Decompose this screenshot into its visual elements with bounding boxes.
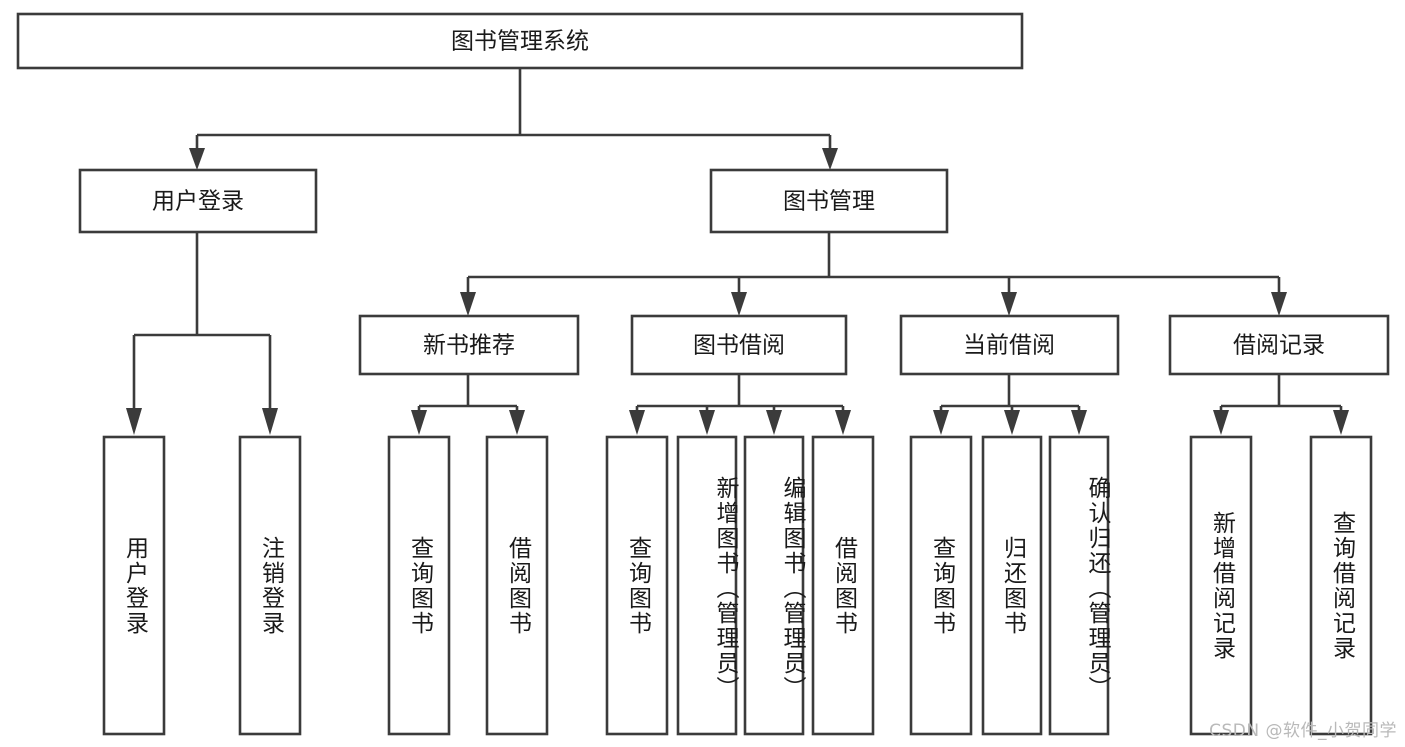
arrow-head-new-book-recommend — [460, 292, 476, 316]
arrow-head-leaf-query-book-rec — [411, 410, 427, 435]
node-current-borrow-rect[interactable] — [899, 314, 1120, 376]
connector-group-root — [189, 68, 838, 170]
node-leaf-add-book-admin-rect[interactable] — [676, 435, 738, 736]
arrow-head-leaf-edit-book-admin — [766, 410, 782, 435]
connector-group-current-borrow — [933, 374, 1087, 435]
node-root-rect[interactable] — [16, 12, 1024, 70]
node-new-book-recommend-rect[interactable] — [358, 314, 580, 376]
arrow-head-leaf-user-login — [126, 408, 142, 435]
node-borrow-record-label: 借阅记录 — [1233, 333, 1325, 359]
arrow-head-leaf-add-book-admin — [699, 410, 715, 435]
node-leaf-logout-login-rect[interactable] — [238, 435, 302, 736]
arrow-head-leaf-query-borrow-record — [1333, 410, 1349, 435]
node-leaf-query-book-rec-rect[interactable] — [387, 435, 451, 736]
node-user-login-rect[interactable] — [78, 168, 318, 234]
arrow-head-borrow-record — [1271, 292, 1287, 316]
node-user-login[interactable]: 用户登录 — [78, 168, 318, 234]
arrow-head-leaf-add-borrow-record — [1213, 410, 1229, 435]
arrow-head-leaf-query-book-current — [933, 410, 949, 435]
node-leaf-query-borrow-record-rect[interactable] — [1309, 435, 1373, 736]
node-book-borrow[interactable]: 图书借阅 — [630, 314, 848, 376]
node-current-borrow-label: 当前借阅 — [963, 333, 1055, 359]
node-leaf-user-login-rect[interactable] — [102, 435, 166, 736]
arrow-head-book-borrow — [731, 292, 747, 316]
arrow-head-leaf-query-book-borrow — [629, 410, 645, 435]
node-leaf-query-book-borrow-rect[interactable] — [605, 435, 669, 736]
node-book-manage-label: 图书管理 — [783, 189, 875, 215]
node-new-book-recommend-label: 新书推荐 — [423, 333, 515, 359]
node-leaf-borrow-book-rec-rect[interactable] — [485, 435, 549, 736]
node-book-manage-rect[interactable] — [709, 168, 949, 234]
node-leaf-add-borrow-record-rect[interactable] — [1189, 435, 1253, 736]
csdn-watermark: CSDN @软件_小贺同学 — [1209, 721, 1397, 741]
node-current-borrow[interactable]: 当前借阅 — [899, 314, 1120, 376]
node-book-borrow-rect[interactable] — [630, 314, 848, 376]
connector-group-book-manage — [460, 232, 1287, 316]
connector-group-borrow-record — [1213, 374, 1349, 435]
node-root-label: 图书管理系统 — [451, 29, 589, 55]
node-book-manage[interactable]: 图书管理 — [709, 168, 949, 234]
node-user-login-label: 用户登录 — [152, 189, 244, 215]
arrow-head-leaf-return-book — [1004, 410, 1020, 435]
node-leaf-query-book-current-rect[interactable] — [909, 435, 973, 736]
arrow-head-book-manage — [822, 148, 838, 170]
connector-group-new-book-recommend — [411, 374, 525, 435]
arrow-head-current-borrow — [1001, 292, 1017, 316]
connector-group-book-borrow — [629, 374, 851, 435]
node-borrow-record[interactable]: 借阅记录 — [1168, 314, 1390, 376]
arrow-head-leaf-borrow-book-rec — [509, 410, 525, 435]
node-leaf-borrow-book-rect[interactable] — [811, 435, 875, 736]
node-new-book-recommend[interactable]: 新书推荐 — [358, 314, 580, 376]
node-book-borrow-label: 图书借阅 — [693, 333, 785, 359]
node-leaf-confirm-return-admin-rect[interactable] — [1048, 435, 1110, 736]
node-leaf-edit-book-admin-rect[interactable] — [743, 435, 805, 736]
node-leaf-return-book-rect[interactable] — [981, 435, 1043, 736]
connector-group-user-login — [126, 232, 278, 435]
arrow-head-leaf-confirm-return-admin — [1071, 410, 1087, 435]
node-borrow-record-rect[interactable] — [1168, 314, 1390, 376]
arrow-head-user-login — [189, 148, 205, 170]
arrow-head-leaf-borrow-book — [835, 410, 851, 435]
node-root[interactable]: 图书管理系统 — [16, 12, 1024, 70]
arrow-head-leaf-logout-login — [262, 408, 278, 435]
